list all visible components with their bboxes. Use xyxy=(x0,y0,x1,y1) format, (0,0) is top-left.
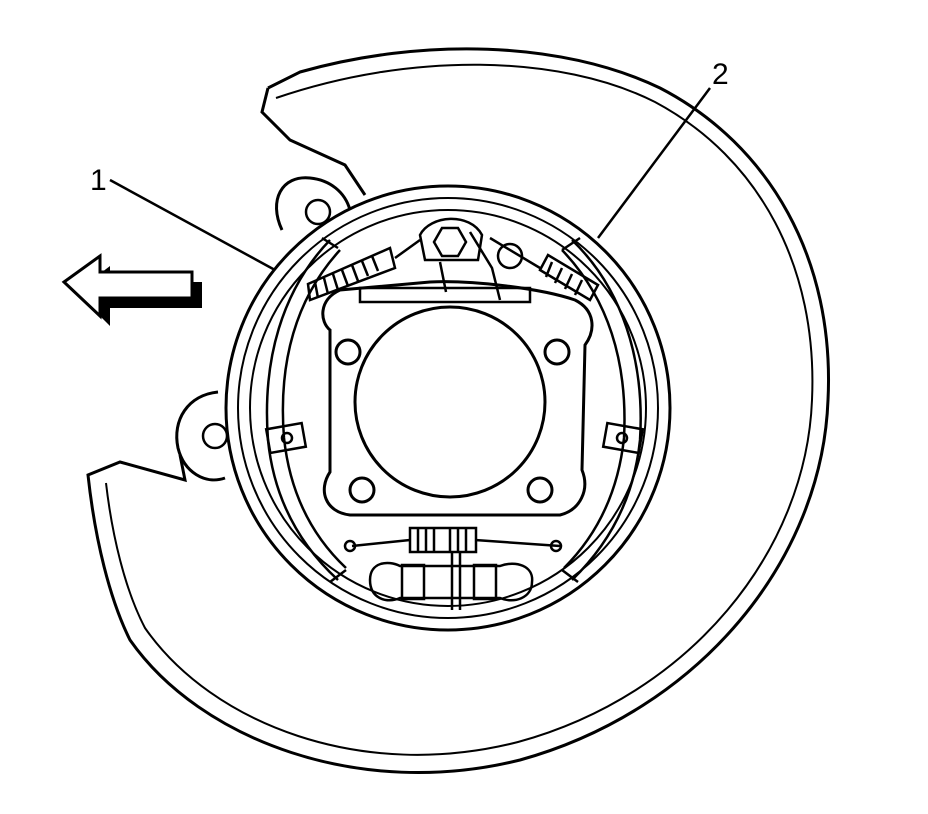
adjuster-screw xyxy=(368,552,534,610)
hub-flange xyxy=(321,280,594,517)
arrow-left-icon xyxy=(61,253,202,326)
callout-1: 1 xyxy=(90,164,276,272)
brake-shoe-right xyxy=(561,236,642,583)
shoe-retainer-right xyxy=(601,421,645,455)
anchor-pin-plate xyxy=(358,217,532,304)
callout-2-leader xyxy=(596,87,712,239)
drum-outer-rings xyxy=(224,184,672,632)
callout-2-label: 2 xyxy=(712,58,729,91)
return-spring-left xyxy=(306,238,421,302)
shoe-retainer-left xyxy=(264,421,308,455)
adjuster-spring xyxy=(343,526,563,554)
callout-1-leader xyxy=(109,178,276,272)
backing-plate-shield xyxy=(86,47,831,774)
mounting-ears xyxy=(175,176,352,482)
return-spring-right xyxy=(489,236,600,302)
callout-1-label: 1 xyxy=(90,164,107,197)
callout-2: 2 xyxy=(596,58,729,239)
